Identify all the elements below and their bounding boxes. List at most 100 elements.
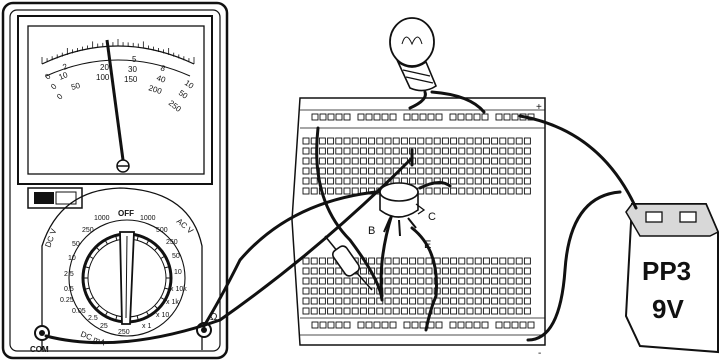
breadboard-hole bbox=[425, 297, 433, 305]
dial-value: x 10k bbox=[170, 286, 187, 293]
scale-label: 5 bbox=[132, 55, 137, 64]
breadboard-hole bbox=[507, 147, 515, 155]
breadboard-hole bbox=[403, 321, 411, 329]
breadboard-hole bbox=[499, 277, 507, 285]
dial-value: 250 bbox=[82, 227, 94, 234]
breadboard-hole bbox=[392, 147, 400, 155]
breadboard-hole bbox=[417, 157, 425, 165]
breadboard-hole bbox=[411, 321, 419, 329]
bulb-base bbox=[396, 59, 437, 92]
breadboard-hole bbox=[335, 287, 343, 295]
breadboard-hole bbox=[302, 187, 310, 195]
breadboard-hole bbox=[458, 267, 466, 275]
breadboard-hole bbox=[441, 147, 449, 155]
breadboard-hole bbox=[373, 321, 381, 329]
dial-value: 0.5 bbox=[64, 286, 74, 293]
breadboard-hole bbox=[409, 257, 417, 265]
range-slide-switch[interactable] bbox=[27, 187, 83, 209]
breadboard-hole bbox=[400, 147, 408, 155]
wires bbox=[44, 90, 638, 345]
knob-grip bbox=[115, 315, 118, 321]
breadboard-hole bbox=[425, 167, 433, 175]
scale-label: 30 bbox=[128, 65, 137, 74]
breadboard-hole bbox=[318, 307, 326, 315]
breadboard-hole bbox=[310, 277, 318, 285]
breadboard-hole bbox=[327, 177, 335, 185]
breadboard-hole bbox=[507, 177, 515, 185]
breadboard-hole bbox=[433, 187, 441, 195]
breadboard-hole bbox=[310, 257, 318, 265]
breadboard-hole bbox=[381, 321, 389, 329]
multimeter: 2 5 8 10 10 20 30 40 50 50 100 150 200 2… bbox=[1, 1, 229, 360]
switch-knob[interactable] bbox=[34, 192, 54, 204]
breadboard-hole bbox=[403, 113, 411, 121]
dial-value: 10 bbox=[68, 255, 76, 262]
transistor-collector-leg bbox=[407, 217, 417, 229]
breadboard-hole bbox=[435, 321, 443, 329]
breadboard-hole bbox=[318, 147, 326, 155]
breadboard-hole bbox=[450, 307, 458, 315]
dial-off-label: OFF bbox=[118, 209, 134, 218]
bulb-thread bbox=[402, 69, 431, 77]
breadboard-hole bbox=[359, 147, 367, 155]
breadboard-hole bbox=[419, 113, 427, 121]
dial-value: x 1 bbox=[142, 323, 151, 330]
com-socket[interactable] bbox=[34, 325, 50, 341]
breadboard-hole bbox=[351, 187, 359, 195]
breadboard-hole bbox=[495, 321, 503, 329]
breadboard-hole bbox=[400, 277, 408, 285]
breadboard-hole bbox=[491, 187, 499, 195]
breadboard-hole bbox=[302, 267, 310, 275]
breadboard-hole bbox=[318, 167, 326, 175]
breadboard-hole bbox=[474, 277, 482, 285]
breadboard-hole bbox=[409, 137, 417, 145]
breadboard-hole bbox=[310, 187, 318, 195]
breadboard-hole bbox=[466, 287, 474, 295]
breadboard-hole bbox=[302, 157, 310, 165]
breadboard-hole bbox=[474, 157, 482, 165]
breadboard-hole bbox=[319, 321, 327, 329]
breadboard-hole bbox=[368, 147, 376, 155]
breadboard-hole bbox=[351, 297, 359, 305]
breadboard-hole bbox=[359, 287, 367, 295]
breadboard-hole bbox=[474, 267, 482, 275]
breadboard-hole bbox=[507, 137, 515, 145]
breadboard-hole bbox=[389, 113, 397, 121]
breadboard-hole bbox=[343, 177, 351, 185]
breadboard-hole bbox=[425, 187, 433, 195]
breadboard-hole bbox=[441, 297, 449, 305]
knob-grip bbox=[146, 239, 150, 245]
breadboard-hole bbox=[359, 157, 367, 165]
breadboard-hole bbox=[441, 137, 449, 145]
meter-needle bbox=[105, 39, 125, 161]
breadboard-hole bbox=[351, 307, 359, 315]
breadboard-hole bbox=[384, 307, 392, 315]
breadboard-hole bbox=[427, 113, 435, 121]
breadboard-hole bbox=[433, 307, 441, 315]
breadboard-hole bbox=[466, 167, 474, 175]
breadboard-hole bbox=[365, 321, 373, 329]
breadboard-hole bbox=[515, 177, 523, 185]
knob-pointer-bar[interactable] bbox=[119, 231, 135, 325]
knob-grip bbox=[95, 305, 100, 310]
breadboard-hole bbox=[357, 321, 365, 329]
breadboard-hole bbox=[417, 277, 425, 285]
breadboard-hole bbox=[499, 307, 507, 315]
breadboard-hole bbox=[327, 113, 335, 121]
knob-grip bbox=[154, 246, 159, 251]
dial-value: 10 bbox=[174, 269, 182, 276]
breadboard-hole bbox=[457, 113, 465, 121]
breadboard-hole bbox=[365, 113, 373, 121]
breadboard-hole bbox=[327, 297, 335, 305]
breadboard-hole bbox=[335, 187, 343, 195]
breadboard-hole bbox=[368, 297, 376, 305]
breadboard-hole bbox=[482, 147, 490, 155]
breadboard-hole bbox=[474, 137, 482, 145]
bulb-filament bbox=[401, 36, 423, 46]
breadboard-hole bbox=[343, 297, 351, 305]
breadboard-hole bbox=[458, 137, 466, 145]
breadboard-hole bbox=[450, 167, 458, 175]
breadboard-hole bbox=[335, 177, 343, 185]
breadboard-hole bbox=[481, 113, 489, 121]
